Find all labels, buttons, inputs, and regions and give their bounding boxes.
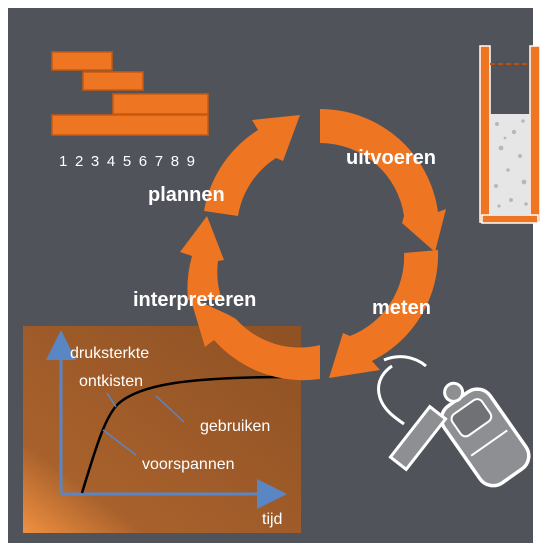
sensor-icon — [377, 355, 531, 488]
cycle-label-meten: meten — [372, 297, 431, 319]
concrete-formwork-icon — [479, 45, 541, 224]
cycle-label-uitvoeren: uitvoeren — [346, 147, 436, 169]
graph-label-druksterkte: druksterkte — [70, 345, 149, 362]
schedule-numbers: 1 2 3 4 5 6 7 8 9 — [59, 153, 195, 170]
cycle-label-plannen: plannen — [148, 184, 225, 206]
gantt-chart-icon — [51, 51, 209, 136]
cycle-arrows-icon — [180, 108, 446, 381]
cycle-label-interpreteren: interpreteren — [133, 289, 256, 311]
strength-curve — [80, 375, 291, 494]
graph-label-tijd: tijd — [262, 511, 282, 528]
graph-label-ontkisten: ontkisten — [79, 373, 143, 390]
graph-label-gebruiken: gebruiken — [200, 418, 270, 435]
graph-label-voorspannen: voorspannen — [142, 456, 235, 473]
